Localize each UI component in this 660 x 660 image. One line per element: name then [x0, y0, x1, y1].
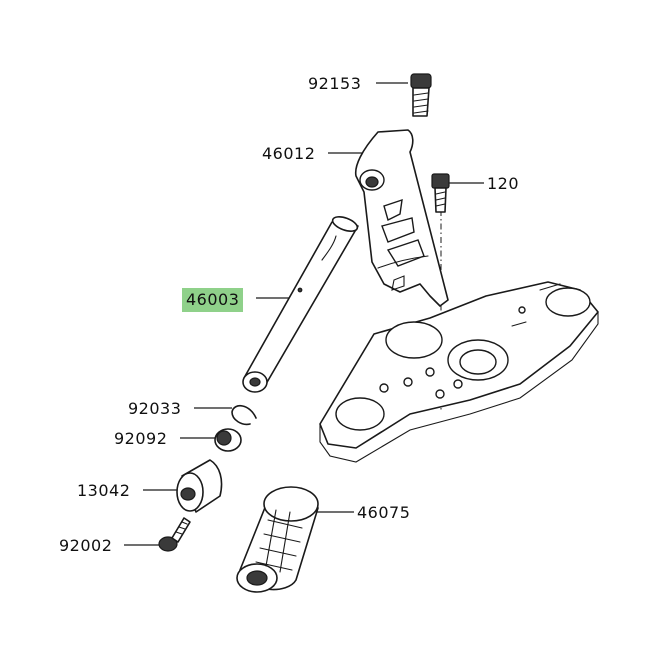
bolt-92153 — [410, 73, 432, 117]
callout-92153[interactable]: 92153 — [308, 74, 362, 93]
callout-46003[interactable]: 46003 — [182, 288, 244, 312]
callout-46012[interactable]: 46012 — [262, 144, 316, 163]
callout-92002[interactable]: 92002 — [59, 536, 113, 555]
screw-92002 — [158, 517, 191, 552]
circlip-92033 — [231, 405, 257, 426]
handle-pipe-46003 — [242, 216, 359, 393]
leader-lines — [124, 82, 484, 546]
weight-13042 — [176, 459, 223, 513]
bolt-120 — [431, 173, 450, 213]
callout-13042[interactable]: 13042 — [77, 481, 131, 500]
callout-92092[interactable]: 92092 — [114, 429, 168, 448]
callout-120[interactable]: 120 — [487, 174, 520, 193]
collar-92092 — [214, 428, 242, 452]
handlebar-holder-46012 — [354, 129, 449, 307]
grip-46075 — [236, 486, 319, 593]
upper-triple-clamp — [319, 281, 599, 463]
callout-46075[interactable]: 46075 — [357, 503, 411, 522]
callout-92033[interactable]: 92033 — [128, 399, 182, 418]
